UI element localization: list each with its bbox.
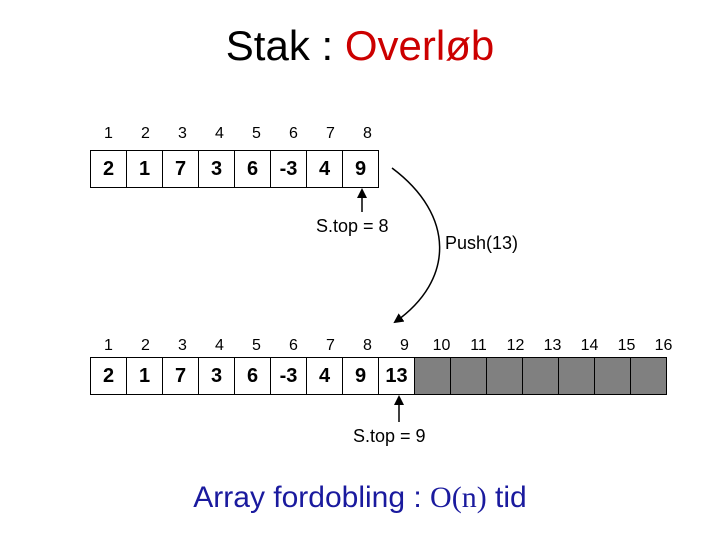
push-operation-label: Push(13) <box>445 233 519 253</box>
index-label: 5 <box>252 337 261 354</box>
array-cell: 13 <box>378 357 415 395</box>
index-label: 3 <box>178 125 187 142</box>
title-accent: Overløb <box>344 22 495 69</box>
index-label: 15 <box>617 337 636 354</box>
array-cell <box>630 357 667 395</box>
index-label: 4 <box>215 125 224 142</box>
index-label: 12 <box>506 337 525 354</box>
index-label: 16 <box>654 337 673 354</box>
array-cell: 2 <box>90 150 127 188</box>
footer-prefix: Array fordobling : <box>193 481 431 514</box>
index-label: 8 <box>363 125 372 142</box>
array-cell <box>594 357 631 395</box>
array-cell: 9 <box>342 150 379 188</box>
array-cell <box>450 357 487 395</box>
push-curve-arrow <box>391 167 441 324</box>
array-cell: 6 <box>234 150 271 188</box>
array-cell: 1 <box>126 150 163 188</box>
array-cell: 1 <box>126 357 163 395</box>
index-label: 1 <box>104 337 113 354</box>
index-label: 2 <box>141 337 150 354</box>
array-cell: 7 <box>162 357 199 395</box>
array-cell <box>558 357 595 395</box>
array-cell: 3 <box>198 357 235 395</box>
index-label: 3 <box>178 337 187 354</box>
index-label: 2 <box>141 125 150 142</box>
footer-suffix: tid <box>486 481 527 514</box>
array-cell <box>522 357 559 395</box>
array-cell: 4 <box>306 150 343 188</box>
top-array-index-row: 1 2 3 4 5 6 7 8 <box>90 124 386 162</box>
footer-complexity: O(n) <box>430 481 487 514</box>
index-label: 8 <box>363 337 372 354</box>
index-label: 1 <box>104 125 113 142</box>
index-label: 4 <box>215 337 224 354</box>
footer-caption: Array fordobling : O(n) tid <box>0 478 720 518</box>
slide-title: Stak : Overløb <box>0 18 720 74</box>
array-cell: -3 <box>270 150 307 188</box>
array-cell <box>486 357 523 395</box>
index-label: 14 <box>580 337 599 354</box>
bottom-pointer-label: S.top = 9 <box>353 426 426 446</box>
index-label: 11 <box>470 337 487 354</box>
title-prefix: Stak : <box>225 22 345 69</box>
top-pointer-label: S.top = 8 <box>316 216 389 236</box>
index-label: 6 <box>289 337 298 354</box>
index-label: 7 <box>326 337 335 354</box>
index-label: 5 <box>252 125 261 142</box>
index-label: 6 <box>289 125 298 142</box>
index-label: 9 <box>400 337 409 354</box>
index-label: 10 <box>432 337 451 354</box>
index-label: 13 <box>543 337 562 354</box>
index-label: 7 <box>326 125 335 142</box>
